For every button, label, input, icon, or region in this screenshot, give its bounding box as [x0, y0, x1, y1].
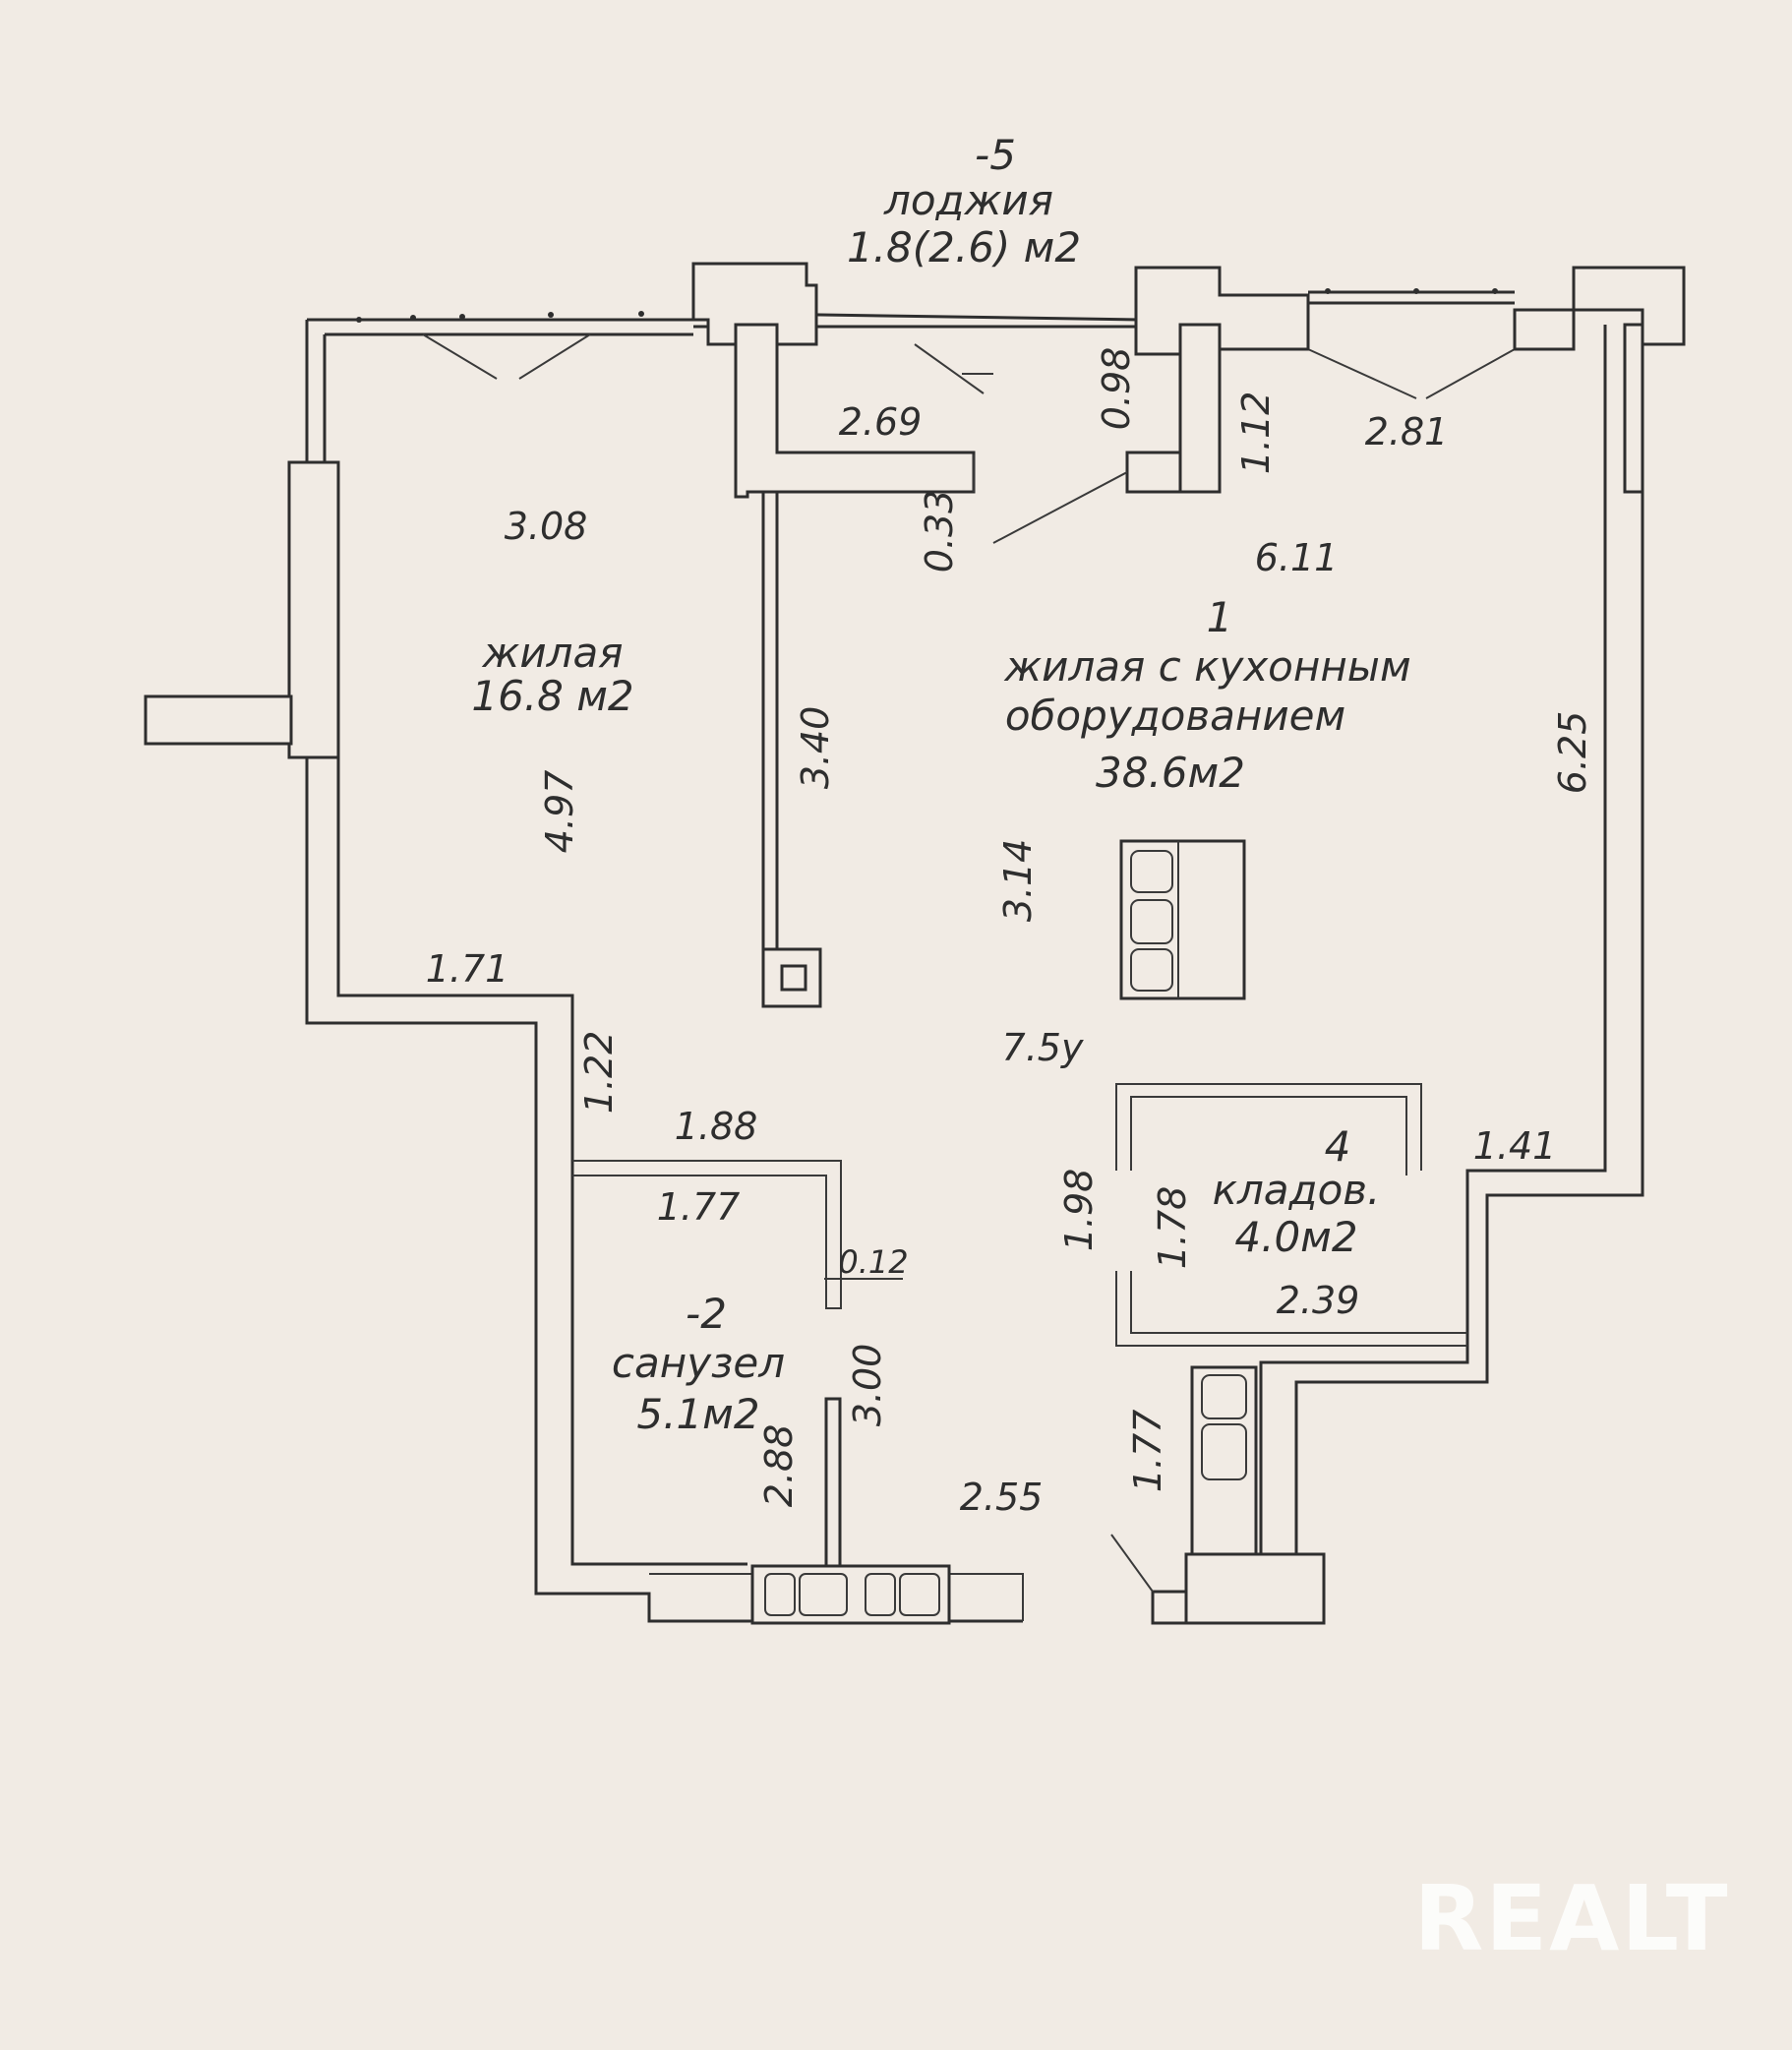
living-kitchen-number: 1: [1207, 593, 1233, 641]
window-left: [356, 311, 644, 380]
dim-1-71: 1.71: [426, 947, 509, 991]
dim-0-98: 0.98: [1095, 347, 1138, 431]
room-label-bathroom: -2 санузел 5.1м2: [612, 1290, 785, 1438]
dim-1-22: 1.22: [577, 1031, 621, 1115]
bathroom-name: санузел: [612, 1339, 785, 1387]
living-name: жилая: [482, 629, 624, 677]
kitchen-equipment: [1110, 1365, 1326, 1625]
window-right: [1307, 288, 1516, 399]
dim-3-00: 3.00: [846, 1344, 889, 1427]
dim-6-11: 6.11: [1255, 536, 1339, 579]
dim-4-97: 4.97: [538, 770, 581, 854]
realt-watermark: REALT: [1413, 1866, 1729, 1971]
dim-1-88: 1.88: [675, 1105, 758, 1148]
dim-1-78: 1.78: [1151, 1186, 1194, 1270]
room-label-loggia: -5 лоджия 1.8(2.6) м2: [847, 131, 1081, 271]
dim-1-98: 1.98: [1057, 1169, 1101, 1252]
loggia-number: -5: [975, 131, 1016, 179]
room-label-living-kitchen: 1 жилая с кухонным оборудованием 38.6м2: [1003, 593, 1410, 797]
dim-2-39: 2.39: [1277, 1279, 1360, 1322]
living-area: 16.8 м2: [471, 672, 633, 720]
dim-0-12: 0.12: [838, 1243, 908, 1281]
dim-2-88: 2.88: [757, 1424, 801, 1508]
living-kitchen-name: жилая с кухонным: [1003, 642, 1410, 691]
living-kitchen-area: 38.6м2: [1096, 749, 1245, 797]
dim-1-77b: 1.77: [1126, 1410, 1169, 1493]
storage-area: 4.0м2: [1234, 1213, 1357, 1261]
bathroom-area: 5.1м2: [636, 1390, 759, 1438]
storage-walls: [1115, 1083, 1467, 1347]
dim-7-54: 7.5у: [1002, 1026, 1084, 1069]
dim-1-41: 1.41: [1473, 1124, 1557, 1168]
dim-2-69: 2.69: [839, 400, 923, 444]
living-kitchen-name2: оборудованием: [1005, 692, 1345, 740]
dim-3-14: 3.14: [996, 839, 1040, 923]
room-label-storage: 4 кладов. 4.0м2: [1213, 1122, 1381, 1261]
dim-1-12: 1.12: [1234, 392, 1278, 475]
loggia-walls: [691, 262, 1686, 544]
dim-2-55: 2.55: [960, 1476, 1044, 1519]
dim-6-25: 6.25: [1551, 711, 1594, 795]
dim-2-81: 2.81: [1365, 410, 1449, 453]
dim-1-77a: 1.77: [657, 1185, 741, 1229]
storage-number: 4: [1325, 1122, 1351, 1171]
loggia-area: 1.8(2.6) м2: [847, 223, 1081, 271]
dim-3-40: 3.40: [794, 706, 837, 790]
dim-3-08: 3.08: [505, 505, 588, 548]
loggia-name: лоджия: [883, 176, 1053, 224]
dimension-labels: 2.69 2.81 3.08 6.11 1.71 7.5у 1.88 1.77 …: [426, 400, 1557, 1519]
outer-walls: [144, 290, 1644, 1623]
storage-name: кладов.: [1213, 1166, 1381, 1214]
bathroom-number: -2: [686, 1290, 727, 1338]
dim-0-33: 0.33: [918, 490, 961, 573]
interior-partition: [761, 490, 822, 1008]
kitchen-island: [1119, 839, 1246, 1000]
room-label-living: жилая 16.8 м2: [471, 629, 633, 720]
dimension-labels-vertical: 0.98 1.12 0.33 4.97 3.40 6.25 3.14 1.22 …: [538, 347, 1594, 1508]
bathroom-walls: [572, 1160, 1024, 1625]
